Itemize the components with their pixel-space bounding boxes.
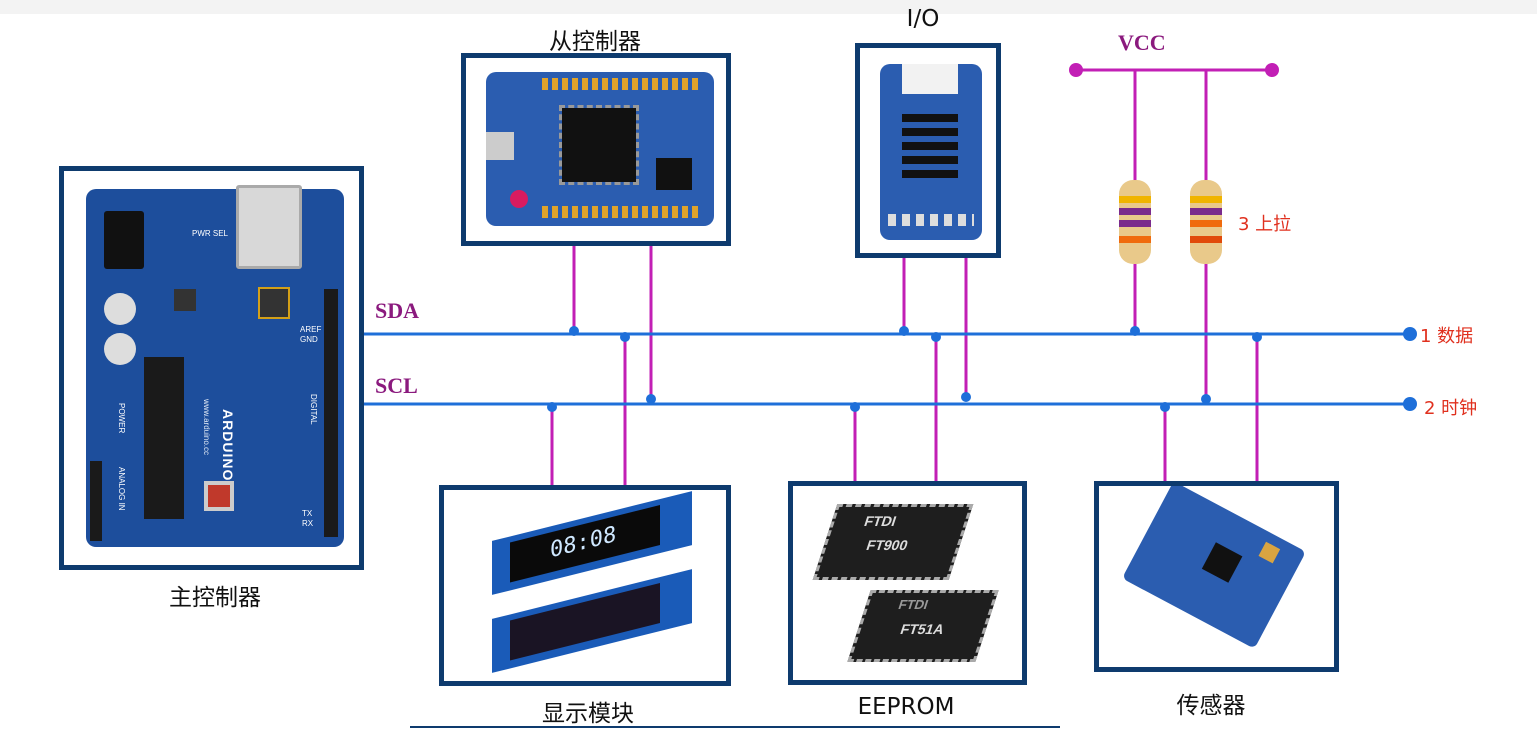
slave-button <box>510 190 528 208</box>
sensor-capacitor <box>1258 541 1281 564</box>
chip-ft51a: FTDI FT51A <box>847 590 999 662</box>
sda-label: SDA <box>375 298 420 323</box>
rx-text: RX <box>302 519 314 528</box>
gnd-text: GND <box>300 335 318 344</box>
top-strip <box>0 0 1537 14</box>
clock-note: 2 时钟 <box>1424 398 1478 419</box>
vcc-left-dot <box>1069 63 1083 77</box>
sensor-box <box>1094 481 1339 672</box>
analog-in-text: ANALOG IN <box>117 467 126 511</box>
arduino-logo-text: ARDUINO <box>220 409 236 482</box>
stub-wires <box>550 68 1272 485</box>
io-board <box>880 64 982 240</box>
pullup-resistor-1 <box>1119 180 1151 264</box>
io-pins <box>888 214 974 226</box>
reset-button <box>204 481 234 511</box>
slave-side-chip <box>656 158 692 190</box>
power-text: POWER <box>117 403 126 434</box>
sda-bus-end-dot <box>1403 327 1417 341</box>
slave-controller-label: 从控制器 <box>549 29 641 55</box>
oled-time-text: 08:08 <box>550 521 617 564</box>
tx-text: TX <box>302 509 313 518</box>
sensor-label: 传感器 <box>1176 693 1246 719</box>
oled-screen-bottom <box>510 583 660 661</box>
slave-header-bottom <box>542 206 702 218</box>
arduino-url-text: www.arduino.cc <box>202 399 211 456</box>
small-chip <box>174 289 196 311</box>
digital-header <box>324 289 338 537</box>
chip-ft51a-brand: FTDI <box>896 597 931 612</box>
vcc-label: VCC <box>1118 30 1166 55</box>
slave-usb <box>486 132 514 160</box>
eeprom-box: FTDI FT900 FTDI FT51A <box>788 481 1027 685</box>
vcc-right-dot <box>1265 63 1279 77</box>
junction-dots <box>547 326 1262 412</box>
sensor-chip <box>1201 542 1243 583</box>
capacitor-1 <box>104 293 136 325</box>
io-components <box>902 108 958 178</box>
io-label: I/O <box>906 6 940 32</box>
eeprom-label: EEPROM <box>857 694 955 720</box>
display-module-box: 08:08 <box>439 485 731 686</box>
dc-jack <box>104 211 144 269</box>
pullup-note: 3 上拉 <box>1238 214 1292 235</box>
display-module-label: 显示模块 <box>542 701 634 727</box>
io-module-box <box>855 43 1001 258</box>
chip-ft900: FTDI FT900 <box>812 504 974 580</box>
oled-screen-top: 08:08 <box>510 505 660 583</box>
scl-bus-end-dot <box>1403 397 1417 411</box>
power-header <box>90 461 102 541</box>
slave-mcu-chip <box>559 105 639 185</box>
master-controller-label: 主控制器 <box>169 585 261 611</box>
io-connector <box>902 64 958 94</box>
scl-label: SCL <box>375 373 418 398</box>
arduino-board: ARDUINO www.arduino.cc PWR SEL DIGITAL A… <box>86 185 344 547</box>
usb-port <box>236 185 302 269</box>
aref-text: AREF <box>300 325 322 334</box>
sensor-board <box>1121 486 1307 649</box>
slave-board <box>486 72 714 226</box>
slave-header-top <box>542 78 702 90</box>
chip-ft900-brand: FTDI <box>862 513 899 529</box>
chip-ft51a-text: FT51A <box>898 621 947 637</box>
pullup-resistor-2 <box>1190 180 1222 264</box>
chip-socket <box>144 357 184 519</box>
digital-text: DIGITAL <box>309 394 318 425</box>
data-note: 1 数据 <box>1420 326 1474 347</box>
master-controller-box: ARDUINO www.arduino.cc PWR SEL DIGITAL A… <box>59 166 364 570</box>
slave-controller-box <box>461 53 731 246</box>
pwr-sel-text: PWR SEL <box>192 229 229 238</box>
chip-ft900-text: FT900 <box>864 537 911 553</box>
capacitor-2 <box>104 333 136 365</box>
usb-chip <box>258 287 290 319</box>
